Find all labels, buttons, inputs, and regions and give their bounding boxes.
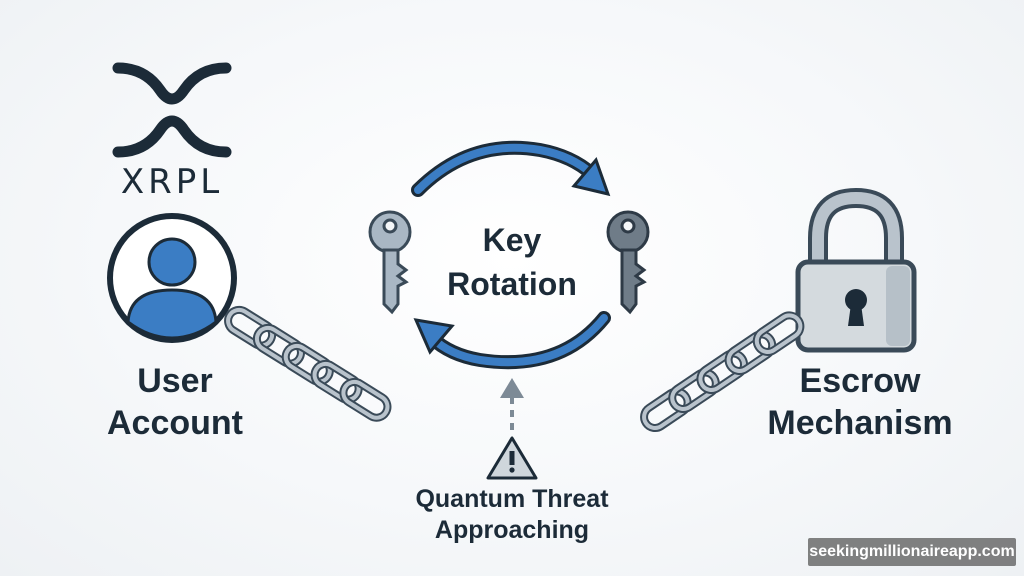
- key-icon-right: [606, 210, 650, 315]
- key-label-line2: Rotation: [447, 266, 577, 302]
- key-label-line1: Key: [482, 222, 542, 258]
- user-label-line1: User: [137, 362, 213, 400]
- user-label-line2: Account: [107, 404, 243, 442]
- escrow-label-line1: Escrow: [799, 362, 921, 400]
- user-avatar-icon: [107, 213, 237, 343]
- warning-triangle-icon: [486, 436, 538, 480]
- key-rotation-label: Key Rotation: [410, 218, 614, 306]
- key-icon-left: [368, 210, 412, 315]
- escrow-mechanism-label: Escrow Mechanism: [740, 360, 980, 444]
- escrow-label-line2: Mechanism: [767, 404, 953, 442]
- left-chain: [224, 305, 392, 422]
- rotation-arrows-icon: [411, 140, 611, 370]
- padlock-icon: [795, 187, 917, 353]
- logo-text: XRPL: [120, 162, 224, 202]
- quantum-threat-label: Quantum Threat Approaching: [380, 484, 644, 546]
- watermark-badge: seekingmillionaireapp.com: [808, 538, 1016, 566]
- xrp-logo-icon: [112, 62, 232, 158]
- threat-label-line1: Quantum Threat: [415, 485, 609, 513]
- user-account-label: User Account: [80, 360, 270, 444]
- threat-label-line2: Approaching: [434, 516, 590, 544]
- dashed-arrow-up: [500, 378, 524, 430]
- right-chain: [640, 311, 805, 433]
